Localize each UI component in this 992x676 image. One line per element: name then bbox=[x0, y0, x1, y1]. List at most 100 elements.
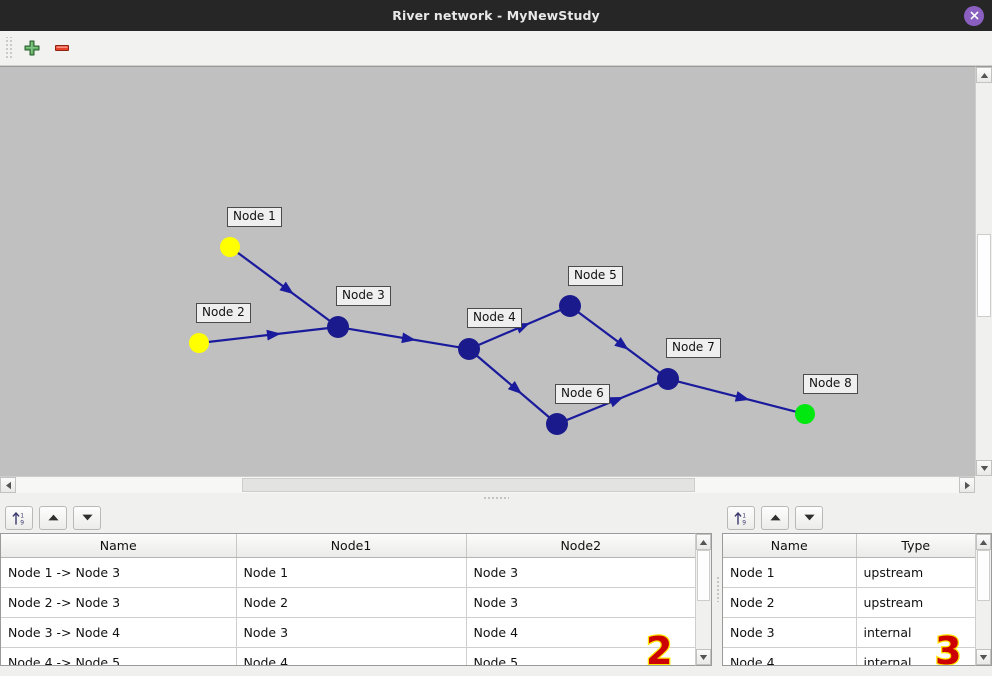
nodes-cell[interactable]: upstream bbox=[856, 557, 975, 588]
node-label-node6[interactable]: Node 6 bbox=[555, 384, 610, 404]
links-cell[interactable]: Node 2 bbox=[236, 587, 467, 618]
links-cell[interactable]: Node 1 -> Node 3 bbox=[1, 557, 237, 588]
triangle-up-icon bbox=[980, 72, 988, 78]
links-table-vertical-scrollbar[interactable] bbox=[695, 533, 712, 666]
node-label-node8[interactable]: Node 8 bbox=[803, 374, 858, 394]
links-scroll-up-button[interactable] bbox=[696, 534, 711, 550]
triangle-right-icon bbox=[964, 481, 970, 489]
nodes-cell[interactable]: Node 1 bbox=[723, 557, 857, 588]
graph-node-node4[interactable] bbox=[458, 338, 480, 360]
graph-node-node5[interactable] bbox=[559, 295, 581, 317]
graph-node-node6[interactable] bbox=[546, 413, 568, 435]
links-cell[interactable]: Node 3 -> Node 4 bbox=[1, 617, 237, 648]
nodes-vscroll-thumb[interactable] bbox=[977, 550, 990, 602]
nodes-scroll-up-button[interactable] bbox=[976, 534, 991, 550]
add-node-button[interactable] bbox=[17, 34, 47, 62]
graph-hscroll-track[interactable] bbox=[16, 477, 959, 493]
graph-vertical-scrollbar[interactable] bbox=[975, 66, 992, 476]
links-column-header-node1[interactable]: Node1 bbox=[236, 534, 467, 558]
links-scroll-down-button[interactable] bbox=[696, 649, 711, 665]
links-cell[interactable]: Node 4 bbox=[236, 647, 467, 665]
links-cell[interactable]: Node 2 -> Node 3 bbox=[1, 587, 237, 618]
network-diagram[interactable] bbox=[0, 67, 975, 476]
links-vscroll-track[interactable] bbox=[696, 550, 711, 649]
node-label-node3[interactable]: Node 3 bbox=[336, 286, 391, 306]
vertical-splitter[interactable] bbox=[712, 502, 722, 676]
triangle-down-icon bbox=[979, 654, 988, 660]
graph-vscroll-thumb[interactable] bbox=[977, 233, 991, 317]
svg-text:9: 9 bbox=[20, 519, 24, 526]
graph-node-node8[interactable] bbox=[795, 404, 815, 424]
scroll-right-button[interactable] bbox=[959, 477, 975, 493]
links-column-header-node2[interactable]: Node2 bbox=[466, 534, 695, 558]
toolbar-grip[interactable] bbox=[4, 37, 13, 59]
nodes-panel-bottom-strip bbox=[722, 666, 992, 676]
svg-text:1: 1 bbox=[20, 512, 24, 519]
graph-node-node3[interactable] bbox=[327, 316, 349, 338]
nodes-move-down-button[interactable] bbox=[795, 505, 823, 530]
links-cell[interactable]: Node 1 bbox=[236, 557, 467, 588]
links-vscroll-thumb[interactable] bbox=[697, 550, 710, 602]
nodes-cell[interactable]: Node 2 bbox=[723, 587, 857, 618]
links-cell[interactable]: Node 4 -> Node 5 bbox=[1, 647, 237, 665]
node-label-node2[interactable]: Node 2 bbox=[196, 303, 251, 323]
links-cell[interactable]: Node 3 bbox=[466, 557, 695, 588]
graph-hscroll-thumb[interactable] bbox=[242, 478, 695, 492]
scroll-down-button[interactable] bbox=[976, 460, 992, 476]
nodes-cell[interactable]: Node 4 bbox=[723, 647, 857, 665]
triangle-up-icon bbox=[699, 539, 708, 545]
graph-node-node7[interactable] bbox=[657, 368, 679, 390]
nodes-vscroll-track[interactable] bbox=[976, 550, 991, 649]
nodes-cell[interactable]: upstream bbox=[856, 587, 975, 618]
nodes-column-header-name[interactable]: Name bbox=[723, 534, 857, 558]
scroll-left-button[interactable] bbox=[0, 477, 16, 493]
graph-node-node1[interactable] bbox=[220, 237, 240, 257]
links-cell[interactable]: Node 5 bbox=[466, 647, 695, 665]
triangle-down-icon bbox=[81, 514, 93, 521]
node-label-node5[interactable]: Node 5 bbox=[568, 266, 623, 286]
links-cell[interactable]: Node 3 bbox=[236, 617, 467, 648]
nodes-cell[interactable]: Node 3 bbox=[723, 617, 857, 648]
links-cell[interactable]: Node 4 bbox=[466, 617, 695, 648]
nodes-table-vertical-scrollbar[interactable] bbox=[975, 533, 992, 666]
graph-vscroll-track[interactable] bbox=[976, 83, 992, 460]
node-label-node7[interactable]: Node 7 bbox=[666, 338, 721, 358]
triangle-up-icon bbox=[47, 514, 59, 521]
remove-node-button[interactable] bbox=[47, 34, 77, 62]
links-cell[interactable]: Node 3 bbox=[466, 587, 695, 618]
graph-horizontal-scrollbar[interactable] bbox=[0, 476, 975, 493]
links-sort-button[interactable]: 1 9 bbox=[5, 505, 33, 530]
links-move-down-button[interactable] bbox=[73, 505, 101, 530]
nodes-column-header-type[interactable]: Type bbox=[856, 534, 975, 558]
network-canvas[interactable]: Node 1 Node 2 Node 3 Node 4 Node 5 Node 6 Node… bbox=[0, 66, 975, 476]
scroll-up-button[interactable] bbox=[976, 67, 992, 83]
node-label-node4[interactable]: Node 4 bbox=[467, 308, 522, 328]
close-icon[interactable] bbox=[964, 5, 984, 26]
links-column-header-name[interactable]: Name bbox=[1, 534, 237, 558]
nodes-cell[interactable]: internal bbox=[856, 617, 975, 648]
window-titlebar: River network - MyNewStudy bbox=[0, 0, 992, 31]
horizontal-splitter[interactable] bbox=[0, 493, 992, 502]
graph-area: Node 1 Node 2 Node 3 Node 4 Node 5 Node 6 Node… bbox=[0, 66, 992, 476]
nodes-scroll-down-button[interactable] bbox=[976, 649, 991, 665]
nodes-sort-button[interactable]: 1 9 bbox=[727, 505, 755, 530]
edge-arrowhead-icon bbox=[279, 281, 294, 295]
graph-node-node2[interactable] bbox=[189, 333, 209, 353]
nodes-move-up-button[interactable] bbox=[761, 505, 789, 530]
links-move-up-button[interactable] bbox=[39, 505, 67, 530]
nodes-cell[interactable]: internal bbox=[856, 647, 975, 665]
node-label-node1[interactable]: Node 1 bbox=[227, 207, 282, 227]
